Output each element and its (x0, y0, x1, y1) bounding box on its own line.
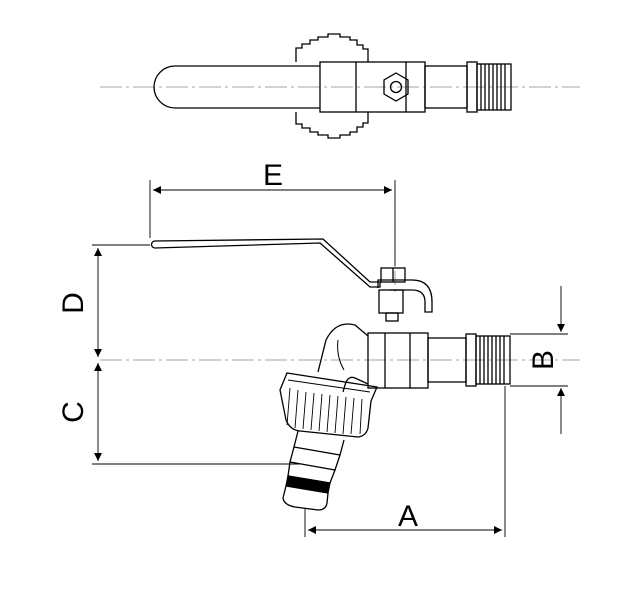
top-view (100, 33, 580, 139)
side-lever-handle (150, 238, 381, 288)
side-stem (378, 289, 404, 314)
dimension-B-label: B (527, 350, 560, 370)
side-view (100, 196, 580, 511)
side-hose-adapter (282, 430, 345, 511)
top-thread (476, 63, 512, 111)
dimension-C-label: C (57, 401, 90, 423)
side-thread (475, 335, 511, 385)
side-handle-arch (377, 279, 433, 313)
top-hex-nut (383, 72, 409, 102)
dimension-lines (92, 180, 568, 537)
side-elbow-spout (317, 323, 369, 393)
top-toothed-disc (295, 33, 369, 139)
side-coupling-nut (279, 372, 378, 438)
side-oring (285, 475, 331, 494)
side-valve-body (367, 332, 429, 389)
top-handle (153, 65, 320, 109)
dimension-D-label: D (57, 292, 90, 314)
dimension-A-label: A (398, 500, 418, 533)
dimension-E-label: E (263, 159, 283, 192)
